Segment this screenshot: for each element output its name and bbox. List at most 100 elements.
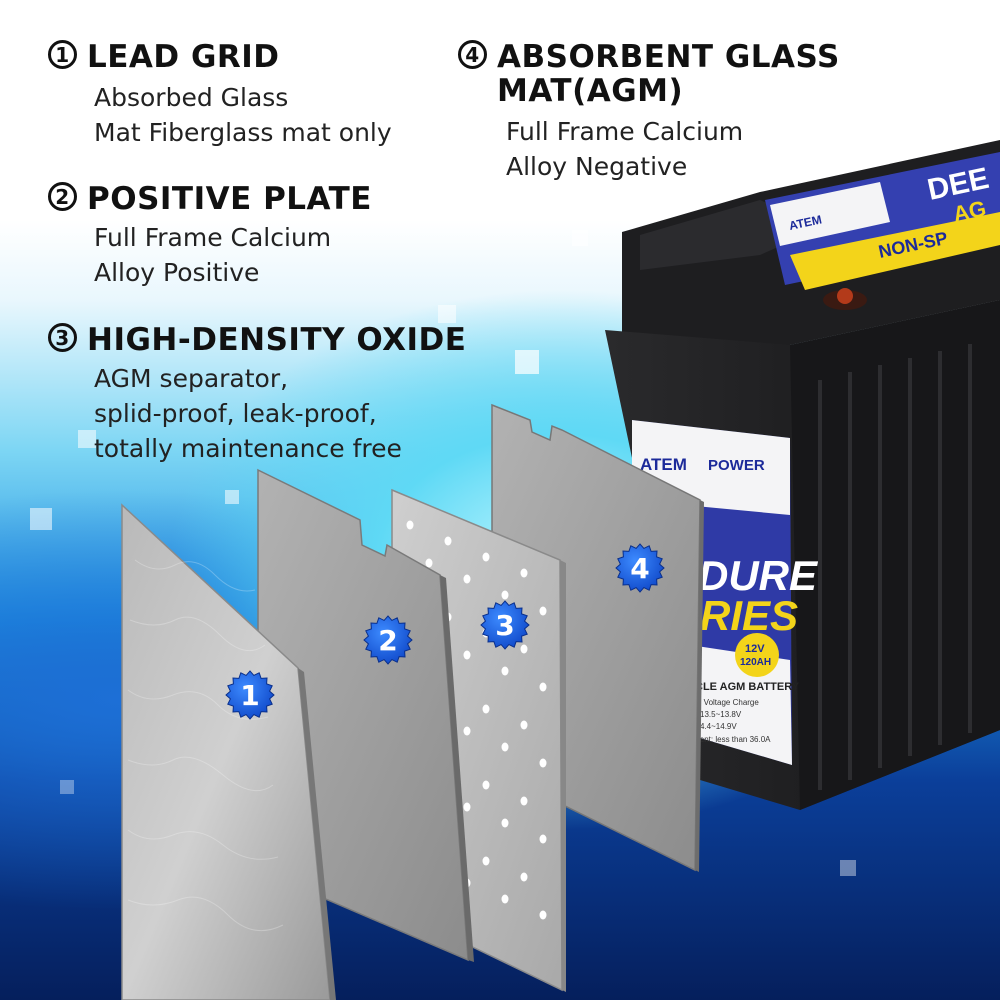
separator-hole xyxy=(539,682,547,692)
item-2-number: 2 xyxy=(48,182,77,211)
battery-spec-line-1: d Voltage Charge xyxy=(697,698,759,707)
separator-hole xyxy=(501,590,509,600)
battery-capacity-badge xyxy=(735,633,779,677)
separator-hole xyxy=(482,856,490,866)
separator-hole xyxy=(463,650,471,660)
separator-hole xyxy=(501,894,509,904)
item-1-title: LEAD GRID xyxy=(87,39,280,75)
item-4-line-1: Full Frame Calcium xyxy=(506,117,744,146)
item-4-title: ABSORBENT GLASS MAT(AGM) xyxy=(497,40,840,108)
separator-hole xyxy=(463,574,471,584)
battery-front-brand-suffix: POWER xyxy=(708,457,765,474)
separator-hole xyxy=(520,568,528,578)
battery-front-brand: ATEM xyxy=(640,455,687,474)
item-2-line-2: Alloy Positive xyxy=(94,258,260,287)
battery-body-side xyxy=(790,300,1000,810)
item-3-title: HIGH-DENSITY OXIDE xyxy=(87,322,467,358)
item-1-number: 1 xyxy=(48,40,77,69)
separator-hole xyxy=(425,558,433,568)
badge-star xyxy=(480,600,530,650)
badge-number: 2 xyxy=(378,624,397,657)
item-3-line-2: splid-proof, leak-proof, xyxy=(94,399,377,428)
separator-hole xyxy=(444,536,452,546)
badges: 1 2 3 4 xyxy=(225,543,665,720)
badge-star xyxy=(225,670,275,720)
battery-top-white xyxy=(770,182,890,246)
battery-spec-line-2: 13.5~13.8V xyxy=(700,710,742,719)
battery-voltage: 12V xyxy=(745,643,765,655)
badge-number: 4 xyxy=(630,552,649,585)
separator-hole xyxy=(539,606,547,616)
item-3-number: 3 xyxy=(48,323,77,352)
battery-top-strip xyxy=(790,212,1000,290)
item-4-line-2: Alloy Negative xyxy=(506,152,688,181)
separator-hole xyxy=(520,720,528,730)
item-4-number: 4 xyxy=(458,40,487,69)
battery-front-label-bottom xyxy=(690,645,792,765)
item-4-title-line-1: ABSORBENT GLASS xyxy=(497,39,840,75)
separator-hole xyxy=(539,910,547,920)
badge-number: 3 xyxy=(495,609,514,642)
item-3-heading: 3 HIGH-DENSITY OXIDE xyxy=(48,323,466,357)
separator-hole xyxy=(482,704,490,714)
separator-hole xyxy=(539,758,547,768)
badge-4: 4 xyxy=(615,543,665,593)
separator-hole xyxy=(520,644,528,654)
badge-number: 1 xyxy=(240,679,259,712)
separator-hole xyxy=(482,780,490,790)
light-square xyxy=(438,305,456,323)
light-square xyxy=(30,508,52,530)
battery-front-line-1: DURE xyxy=(698,552,819,599)
battery-spec-line-4: urrent: less than 36.0A xyxy=(690,735,771,744)
separator-hole xyxy=(501,666,509,676)
plate-1 xyxy=(121,503,336,1000)
item-1-desc: Absorbed Glass Mat Fiberglass mat only xyxy=(94,80,392,150)
badge-3: 3 xyxy=(480,600,530,650)
badge-star xyxy=(615,543,665,593)
separator-hole xyxy=(539,834,547,844)
item-2-title: POSITIVE PLATE xyxy=(87,181,372,217)
item-1-line-1: Absorbed Glass xyxy=(94,83,289,112)
item-1-line-2: Mat Fiberglass mat only xyxy=(94,118,392,147)
item-4-title-line-2: MAT(AGM) xyxy=(497,73,684,109)
battery-spec-title: CLE AGM BATTERY xyxy=(695,681,800,693)
item-4-heading: 4 ABSORBENT GLASS MAT(AGM) xyxy=(458,40,840,108)
item-3-line-3: totally maintenance free xyxy=(94,434,402,463)
item-3: 3 HIGH-DENSITY OXIDE AGM separator, spli… xyxy=(48,323,466,466)
light-square xyxy=(515,350,539,374)
separator-hole xyxy=(520,872,528,882)
separator-hole xyxy=(501,818,509,828)
item-2-heading: 2 POSITIVE PLATE xyxy=(48,182,372,216)
separator-hole xyxy=(482,552,490,562)
light-square xyxy=(572,230,588,246)
separator-hole xyxy=(463,802,471,812)
item-3-line-1: AGM separator, xyxy=(94,364,289,393)
badge-1: 1 xyxy=(225,670,275,720)
item-1: 1 LEAD GRID Absorbed Glass Mat Fiberglas… xyxy=(48,40,392,150)
item-4-desc: Full Frame Calcium Alloy Negative xyxy=(506,114,840,184)
battery-capacity: 120AH xyxy=(740,657,771,668)
item-2-line-1: Full Frame Calcium xyxy=(94,223,332,252)
battery-ribs xyxy=(818,344,972,790)
item-1-heading: 1 LEAD GRID xyxy=(48,40,392,74)
badge-2: 2 xyxy=(363,615,413,665)
badge-star xyxy=(363,615,413,665)
separator-hole xyxy=(501,742,509,752)
battery-spec-line-3: 4.4~14.9V xyxy=(700,722,737,731)
light-square xyxy=(78,430,96,448)
light-square xyxy=(225,490,239,504)
separator-hole xyxy=(406,520,414,530)
item-3-desc: AGM separator, splid-proof, leak-proof, … xyxy=(94,361,466,466)
item-4: 4 ABSORBENT GLASS MAT(AGM) Full Frame Ca… xyxy=(458,40,840,184)
light-square xyxy=(840,860,856,876)
battery-terminal-cap xyxy=(837,288,853,304)
item-2: 2 POSITIVE PLATE Full Frame Calcium Allo… xyxy=(48,182,372,290)
light-square xyxy=(60,780,74,794)
separator-hole xyxy=(463,726,471,736)
battery-front-line-2: RIES xyxy=(700,592,798,639)
separator-hole xyxy=(520,796,528,806)
item-2-desc: Full Frame Calcium Alloy Positive xyxy=(94,220,372,290)
battery-top-brand: ATEM xyxy=(788,212,823,233)
